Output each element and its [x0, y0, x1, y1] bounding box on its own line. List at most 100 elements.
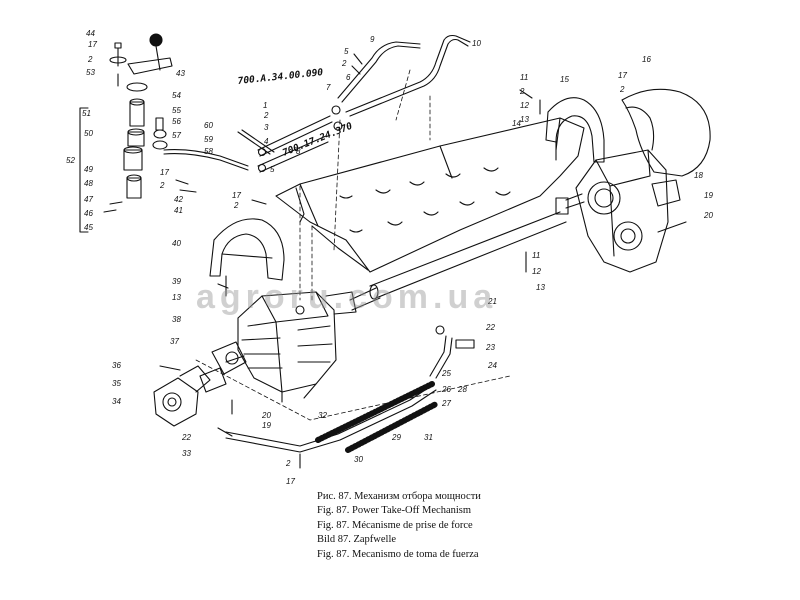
svg-text:8: 8 [296, 147, 301, 156]
svg-text:58: 58 [204, 147, 213, 156]
svg-text:34: 34 [112, 397, 121, 406]
svg-text:30: 30 [354, 455, 363, 464]
svg-text:37: 37 [170, 337, 179, 346]
svg-text:38: 38 [172, 315, 181, 324]
bolts [117, 53, 687, 469]
svg-text:50: 50 [84, 129, 93, 138]
part-number-2: 700.17.24.370 [281, 121, 354, 159]
svg-text:5: 5 [344, 47, 349, 56]
svg-text:12: 12 [520, 101, 529, 110]
svg-text:43: 43 [176, 69, 185, 78]
svg-text:13: 13 [520, 115, 529, 124]
svg-text:5: 5 [270, 165, 275, 174]
figure-captions: Рис. 87. Механизм отбора мощности Fig. 8… [317, 490, 481, 562]
svg-text:21: 21 [487, 297, 497, 306]
svg-text:6: 6 [346, 73, 351, 82]
svg-text:11: 11 [532, 251, 540, 260]
svg-text:16: 16 [642, 55, 651, 64]
svg-text:23: 23 [485, 343, 495, 352]
front-flange [153, 365, 211, 427]
spring-hose [315, 381, 439, 453]
svg-text:46: 46 [84, 209, 93, 218]
svg-text:9: 9 [370, 35, 375, 44]
svg-text:20: 20 [261, 411, 271, 420]
svg-text:2: 2 [285, 459, 291, 468]
svg-text:11: 11 [520, 73, 528, 82]
svg-text:45: 45 [84, 223, 93, 232]
caption-spanish: Fig. 87. Mecanismo de toma de fuerza [317, 548, 479, 560]
svg-text:12: 12 [532, 267, 541, 276]
shift-lever [109, 33, 173, 75]
svg-text:14: 14 [512, 119, 521, 128]
svg-text:20: 20 [703, 211, 713, 220]
svg-text:35: 35 [112, 379, 121, 388]
svg-text:47: 47 [84, 195, 93, 204]
svg-text:56: 56 [172, 117, 181, 126]
svg-text:60: 60 [204, 121, 213, 130]
svg-text:39: 39 [172, 277, 181, 286]
shaft-guard [275, 117, 585, 273]
svg-text:19: 19 [262, 421, 271, 430]
svg-text:2: 2 [263, 111, 269, 120]
svg-text:24: 24 [487, 361, 497, 370]
universal-joint [199, 341, 247, 393]
svg-text:22: 22 [485, 323, 495, 332]
svg-text:44: 44 [86, 29, 95, 38]
lube-hose [225, 383, 437, 453]
alignment-lines [195, 69, 511, 421]
caption-french: Fig. 87. Mécanisme de prise de force [317, 519, 473, 531]
svg-text:40: 40 [172, 239, 181, 248]
pipe-fitting [429, 325, 475, 379]
rear-gearbox [555, 149, 681, 273]
svg-text:17: 17 [88, 40, 97, 49]
svg-text:26: 26 [441, 385, 451, 394]
svg-text:2: 2 [341, 59, 347, 68]
svg-text:27: 27 [441, 399, 451, 408]
svg-text:57: 57 [172, 131, 181, 140]
svg-text:2: 2 [87, 55, 93, 64]
svg-text:2: 2 [233, 201, 239, 210]
lever-pin-stack [79, 82, 168, 233]
drive-shaft [349, 211, 567, 311]
svg-text:55: 55 [172, 106, 181, 115]
svg-text:29: 29 [391, 433, 401, 442]
svg-text:17: 17 [160, 168, 169, 177]
caption-english: Fig. 87. Power Take-Off Mechanism [317, 505, 472, 517]
svg-text:59: 59 [204, 135, 213, 144]
rear-cover [621, 88, 711, 177]
rear-support-bracket [545, 97, 605, 163]
part-number-1: 700.А.34.00.090 [237, 67, 324, 87]
svg-text:15: 15 [560, 75, 569, 84]
svg-text:18: 18 [694, 171, 703, 180]
svg-text:17: 17 [618, 71, 627, 80]
svg-text:32: 32 [318, 411, 327, 420]
svg-text:52: 52 [66, 156, 75, 165]
caption-german: Bild 87. Zapfwelle [317, 534, 397, 546]
svg-text:54: 54 [172, 91, 181, 100]
svg-text:2: 2 [159, 181, 165, 190]
svg-text:53: 53 [86, 68, 95, 77]
svg-text:41: 41 [174, 206, 183, 215]
svg-text:2: 2 [519, 87, 525, 96]
svg-text:4: 4 [264, 137, 269, 146]
svg-text:28: 28 [457, 385, 467, 394]
caption-russian: Рис. 87. Механизм отбора мощности [317, 491, 481, 502]
svg-text:3: 3 [264, 123, 269, 132]
svg-text:25: 25 [441, 369, 451, 378]
front-shield [209, 218, 285, 281]
svg-text:33: 33 [182, 449, 191, 458]
watermark: agroru.com.ua [196, 278, 498, 316]
svg-text:1: 1 [263, 101, 267, 110]
svg-text:22: 22 [181, 433, 191, 442]
svg-text:2: 2 [619, 85, 625, 94]
front-gearbox [237, 291, 357, 403]
svg-text:17: 17 [286, 477, 295, 486]
svg-text:7: 7 [326, 83, 331, 92]
svg-text:48: 48 [84, 179, 93, 188]
svg-text:36: 36 [112, 361, 121, 370]
svg-text:51: 51 [82, 109, 91, 118]
svg-text:31: 31 [424, 433, 433, 442]
svg-text:13: 13 [172, 293, 181, 302]
